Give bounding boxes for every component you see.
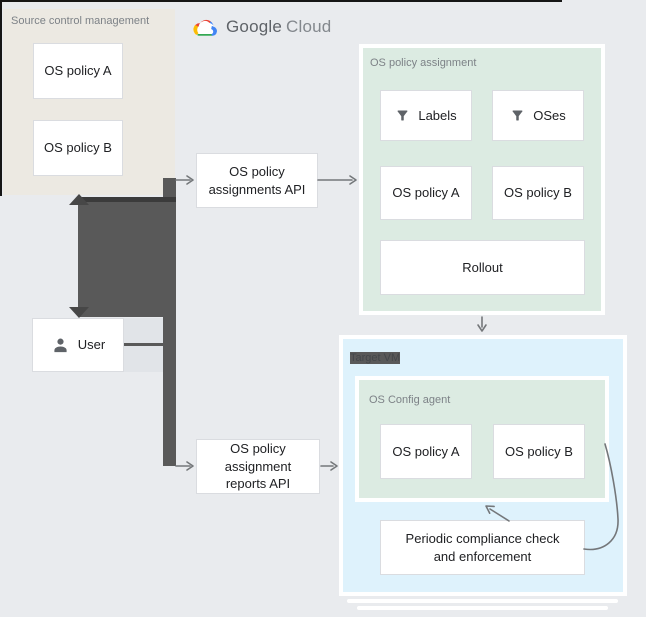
vm-stack-bar-2 (357, 606, 608, 610)
assignment-policy-a-box: OS policy A (380, 166, 472, 220)
reports-api-box: OS policy assignment reports API (196, 439, 320, 494)
thick-connector-block (78, 197, 163, 317)
arrow-panel-to-target-vm (477, 316, 487, 332)
assignment-policy-b-box: OS policy B (492, 166, 584, 220)
assignment-policy-b-label: OS policy B (504, 185, 572, 201)
person-icon (51, 336, 70, 355)
google-cloud-logo: Google Cloud (192, 14, 331, 40)
assignments-api-box: OS policy assignments API (196, 153, 318, 208)
thick-connector-vertical-bar (163, 178, 176, 466)
user-box: User (32, 318, 124, 372)
agent-policy-b-label: OS policy B (505, 443, 573, 459)
user-connector-line (124, 343, 164, 346)
compliance-box: Periodic compliance check and enforcemen… (380, 520, 585, 575)
labels-filter-box: Labels (380, 90, 472, 141)
agent-policy-a-box: OS policy A (380, 424, 472, 479)
oses-filter-label: OSes (533, 107, 566, 123)
labels-filter-label: Labels (418, 107, 457, 123)
google-cloud-cloud-icon (193, 19, 217, 36)
thick-connector-arrow-down (69, 307, 89, 318)
arrow-reports-api-to-target-vm (320, 461, 338, 471)
agent-policy-b-box: OS policy B (493, 424, 585, 479)
arrow-bar-to-assignments-api (175, 175, 194, 185)
compliance-label: Periodic compliance check and enforcemen… (405, 530, 560, 564)
screenshot-border-left (0, 0, 2, 196)
thick-connector-arrow-up (69, 194, 89, 205)
logo-text-cloud: Cloud (286, 17, 332, 36)
logo-text-google: Google (226, 17, 283, 36)
assignment-panel-label: OS policy assignment (370, 57, 477, 69)
source-policy-a-label: OS policy A (44, 63, 112, 79)
assignments-api-label: OS policy assignments API (208, 163, 306, 197)
assignment-policy-a-label: OS policy A (392, 185, 460, 201)
vm-stack-bar-1 (347, 599, 618, 603)
target-vm-label: Target VM (350, 352, 401, 364)
screenshot-border-top (0, 0, 562, 2)
os-config-agent-label: OS Config agent (369, 394, 451, 406)
user-label: User (77, 337, 106, 353)
source-policy-a-box: OS policy A (33, 43, 123, 99)
rollout-label: Rollout (462, 259, 503, 275)
filter-funnel-icon (395, 108, 410, 123)
agent-policy-a-label: OS policy A (392, 443, 460, 459)
source-policy-b-box: OS policy B (33, 120, 123, 176)
oses-filter-box: OSes (492, 90, 584, 141)
source-policy-b-label: OS policy B (44, 140, 112, 156)
source-control-label: Source control management (11, 15, 150, 27)
filter-funnel-icon (510, 108, 525, 123)
rollout-box: Rollout (380, 240, 585, 295)
arrow-bar-to-reports-api (175, 461, 194, 471)
thick-connector-bevel (78, 197, 176, 202)
arrow-assignments-api-to-panel (317, 175, 357, 185)
reports-api-label: OS policy assignment reports API (224, 441, 292, 492)
